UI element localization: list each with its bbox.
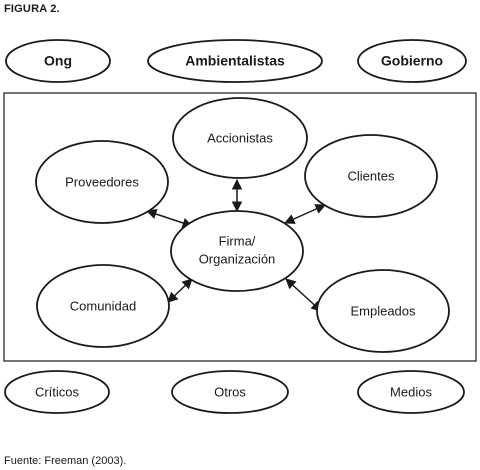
link-firma-comunidad (167, 278, 193, 303)
node-firma-line2: Organización (199, 251, 276, 266)
node-criticos: Críticos (4, 370, 110, 414)
node-ambientalistas-label: Ambientalistas (185, 53, 285, 69)
node-gobierno: Gobierno (357, 39, 467, 83)
node-empleados: Empleados (316, 269, 450, 353)
node-medios: Medios (357, 370, 465, 414)
node-ambientalistas: Ambientalistas (147, 39, 323, 83)
node-accionistas-label: Accionistas (207, 130, 273, 145)
node-ong: Ong (5, 39, 111, 83)
organization-boundary-frame (3, 92, 477, 362)
node-medios-label: Medios (390, 384, 432, 399)
node-empleados-label: Empleados (350, 303, 416, 318)
node-clientes: Clientes (304, 134, 438, 218)
node-otros-label: Otros (214, 384, 246, 399)
node-clientes-label: Clientes (348, 168, 395, 183)
node-comunidad-label: Comunidad (70, 298, 137, 313)
node-accionistas: Accionistas (172, 97, 308, 179)
figure-label: FIGURA 2. (4, 3, 60, 15)
node-otros: Otros (171, 370, 289, 414)
source-note: Fuente: Freeman (2003). (4, 455, 127, 467)
node-ong-label: Ong (44, 53, 72, 69)
link-firma-proveedores (146, 209, 193, 228)
node-gobierno-label: Gobierno (381, 53, 443, 69)
link-firma-clientes (284, 204, 326, 224)
node-criticos-label: Críticos (35, 384, 80, 399)
node-firma-line1: Firma/ (219, 233, 256, 248)
connector-links (146, 178, 326, 312)
node-proveedores-label: Proveedores (65, 174, 139, 189)
link-firma-empleados (285, 278, 322, 312)
node-firma-organizacion: Firma/ Organización (170, 210, 304, 292)
node-proveedores: Proveedores (35, 140, 169, 224)
node-comunidad: Comunidad (36, 264, 170, 348)
